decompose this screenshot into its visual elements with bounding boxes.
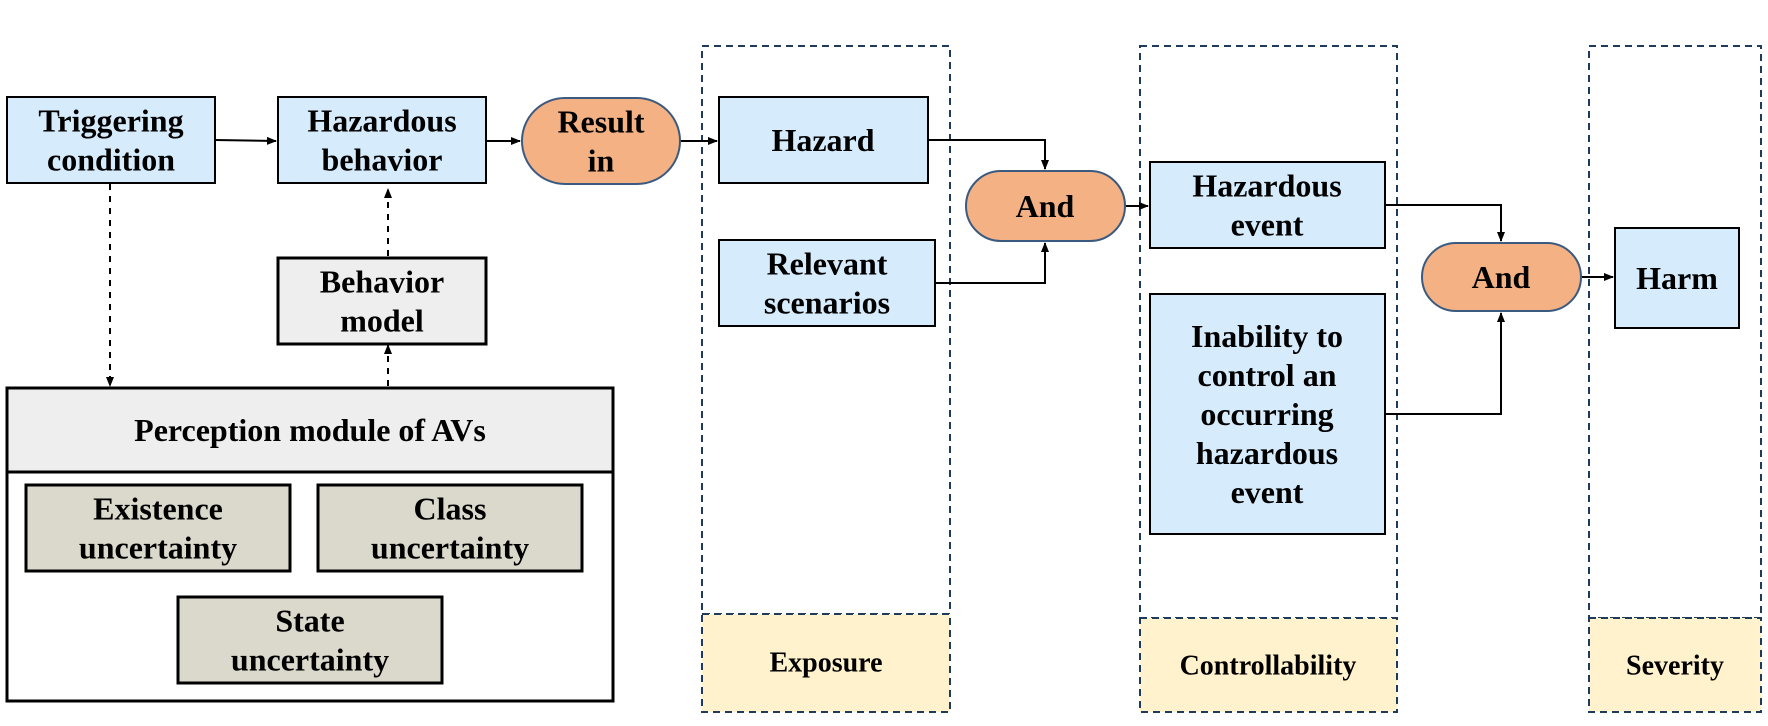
harm-node: Harm (1614, 227, 1740, 329)
arrow-inability-to-and-2 (1385, 312, 1505, 415)
controllability-box (1139, 617, 1398, 713)
exposure-label: Exposure (769, 648, 882, 679)
hazard-label: Hazard (771, 122, 874, 158)
controllability-label: Controllability (1180, 651, 1357, 682)
label-line: Existence (93, 491, 223, 527)
arrow-hazard-to-and-1 (928, 139, 1049, 170)
and-gate-1: And (965, 170, 1126, 242)
label-line: Triggering (38, 103, 183, 139)
arrow-hazardous-event-to-and-2 (1385, 204, 1505, 242)
label-line: event (1231, 207, 1304, 243)
label-line: uncertainty (79, 530, 237, 566)
label-line: Hazard (771, 122, 874, 158)
label-line: Result (557, 104, 644, 140)
arrow-trigger-to-hazardous-behavior (214, 136, 277, 145)
label-line: And (1472, 259, 1531, 295)
label-line: hazardous (1196, 435, 1338, 471)
state-uncertainty-box (176, 595, 444, 685)
hazard-node: Hazard (718, 96, 929, 184)
perception-module-header (5, 386, 615, 474)
label-line: Relevant (767, 246, 888, 282)
perception-module-title: Perception module of AVs (134, 412, 486, 448)
label-line: uncertainty (371, 530, 529, 566)
class-uncertainty-box (316, 483, 584, 573)
label-line: event (1231, 474, 1304, 510)
label-line: control an (1198, 357, 1337, 393)
label-line: occurring (1200, 396, 1333, 432)
label-line: behavior (322, 142, 443, 178)
label-line: in (588, 143, 615, 179)
and-gate-2-label: And (1472, 259, 1531, 295)
label-line: Inability to (1191, 318, 1343, 354)
label-line: State (275, 603, 344, 639)
severity-box (1588, 617, 1762, 713)
category-column-controllability: Controllability (1139, 45, 1398, 713)
existence-uncertainty-box (24, 483, 292, 573)
label-line: model (340, 303, 424, 339)
harm-label: Harm (1636, 260, 1718, 296)
label-line: scenarios (764, 285, 890, 321)
label-line: Hazardous (307, 103, 456, 139)
arrow-relevant-scenarios-to-and-1 (935, 242, 1049, 284)
label-line: Behavior (320, 264, 444, 300)
label-line: Harm (1636, 260, 1718, 296)
connectors (106, 136, 1614, 415)
label-line: Perception module of AVs (134, 412, 486, 448)
label-line: And (1016, 188, 1075, 224)
label-line: Class (414, 491, 487, 527)
label-line: uncertainty (231, 642, 389, 678)
label-line: condition (47, 142, 175, 178)
category-column-exposure: Exposure (701, 45, 951, 713)
exposure-box (701, 613, 951, 713)
category-column-severity: Severity (1588, 45, 1762, 713)
and-gate-1-label: And (1016, 188, 1075, 224)
label-line: Hazardous (1192, 168, 1341, 204)
and-gate-2: And (1421, 242, 1582, 312)
severity-label: Severity (1626, 651, 1724, 682)
